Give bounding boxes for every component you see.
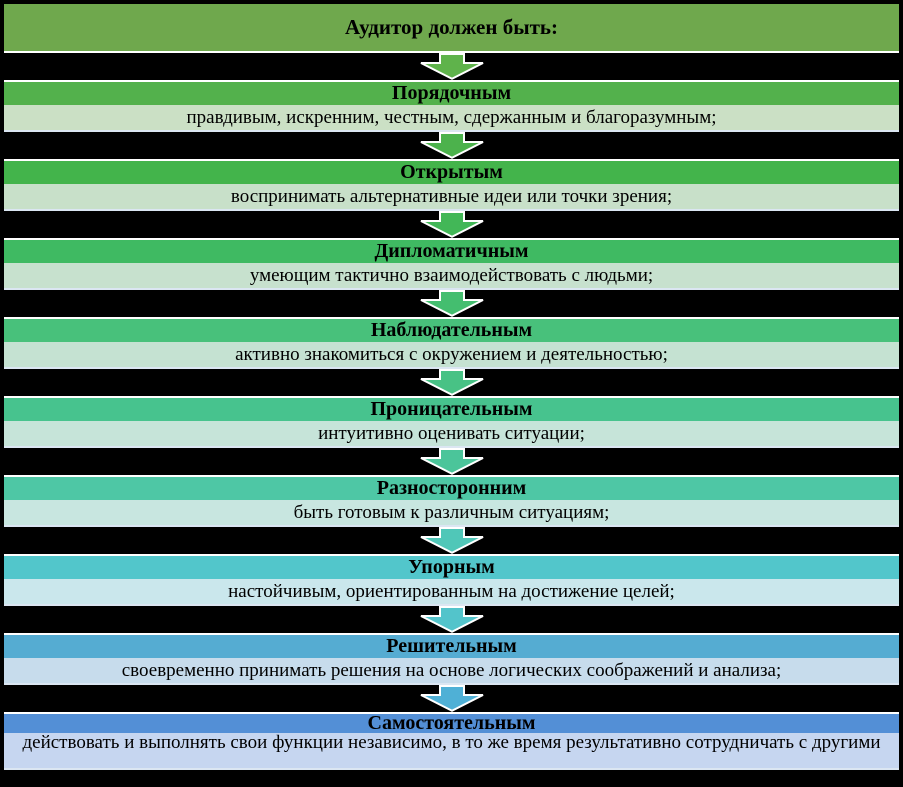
arrow-band xyxy=(4,369,899,396)
diagram-section: Разносторонним быть готовым к различным … xyxy=(4,448,899,527)
item-header: Проницательным xyxy=(4,396,899,421)
item-header: Решительным xyxy=(4,633,899,658)
arrow-band xyxy=(4,527,899,554)
item-description: быть готовым к различным ситуациям; xyxy=(4,500,899,527)
diagram-section: Проницательным интуитивно оценивать ситу… xyxy=(4,369,899,448)
arrow-band xyxy=(4,606,899,633)
arrow-band xyxy=(4,132,899,159)
item-description: действовать и выполнять свои функции нез… xyxy=(4,733,899,770)
arrow-band xyxy=(4,685,899,712)
down-arrow-icon xyxy=(420,53,483,80)
item-header: Открытым xyxy=(4,159,899,184)
diagram-section: Наблюдательным активно знакомиться с окр… xyxy=(4,290,899,369)
item-description: умеющим тактично взаимодействовать с люд… xyxy=(4,263,899,290)
down-arrow-icon xyxy=(420,527,483,554)
diagram-section: Самостоятельным действовать и выполнять … xyxy=(4,685,899,770)
item-header: Разносторонним xyxy=(4,475,899,500)
arrow-band xyxy=(4,53,899,80)
down-arrow-icon xyxy=(420,448,483,475)
arrow-band xyxy=(4,290,899,317)
arrow-band xyxy=(4,211,899,238)
down-arrow-icon xyxy=(420,606,483,633)
item-description: настойчивым, ориентированным на достижен… xyxy=(4,579,899,606)
diagram-section: Открытым воспринимать альтернативные иде… xyxy=(4,132,899,211)
item-header: Дипломатичным xyxy=(4,238,899,263)
title-bar: Аудитор должен быть: xyxy=(4,4,899,53)
item-header: Самостоятельным xyxy=(4,712,899,734)
down-arrow-icon xyxy=(420,290,483,317)
arrow-band xyxy=(4,448,899,475)
diagram-title: Аудитор должен быть: xyxy=(344,15,559,39)
item-header: Порядочным xyxy=(4,80,899,105)
diagram-section: Упорным настойчивым, ориентированным на … xyxy=(4,527,899,606)
diagram-section: Решительным своевременно принимать решен… xyxy=(4,606,899,685)
item-header: Упорным xyxy=(4,554,899,579)
diagram-sections: Порядочным правдивым, искренним, честным… xyxy=(4,53,899,770)
down-arrow-icon xyxy=(420,369,483,396)
item-description: активно знакомиться с окружением и деяте… xyxy=(4,342,899,369)
diagram-section: Дипломатичным умеющим тактично взаимодей… xyxy=(4,211,899,290)
item-description: воспринимать альтернативные идеи или точ… xyxy=(4,184,899,211)
item-header: Наблюдательным xyxy=(4,317,899,342)
down-arrow-icon xyxy=(420,685,483,712)
item-description: правдивым, искренним, честным, сдержанны… xyxy=(4,105,899,132)
item-description: интуитивно оценивать ситуации; xyxy=(4,421,899,448)
down-arrow-icon xyxy=(420,132,483,159)
item-description: своевременно принимать решения на основе… xyxy=(4,658,899,685)
diagram-section: Порядочным правдивым, искренним, честным… xyxy=(4,53,899,132)
down-arrow-icon xyxy=(420,211,483,238)
